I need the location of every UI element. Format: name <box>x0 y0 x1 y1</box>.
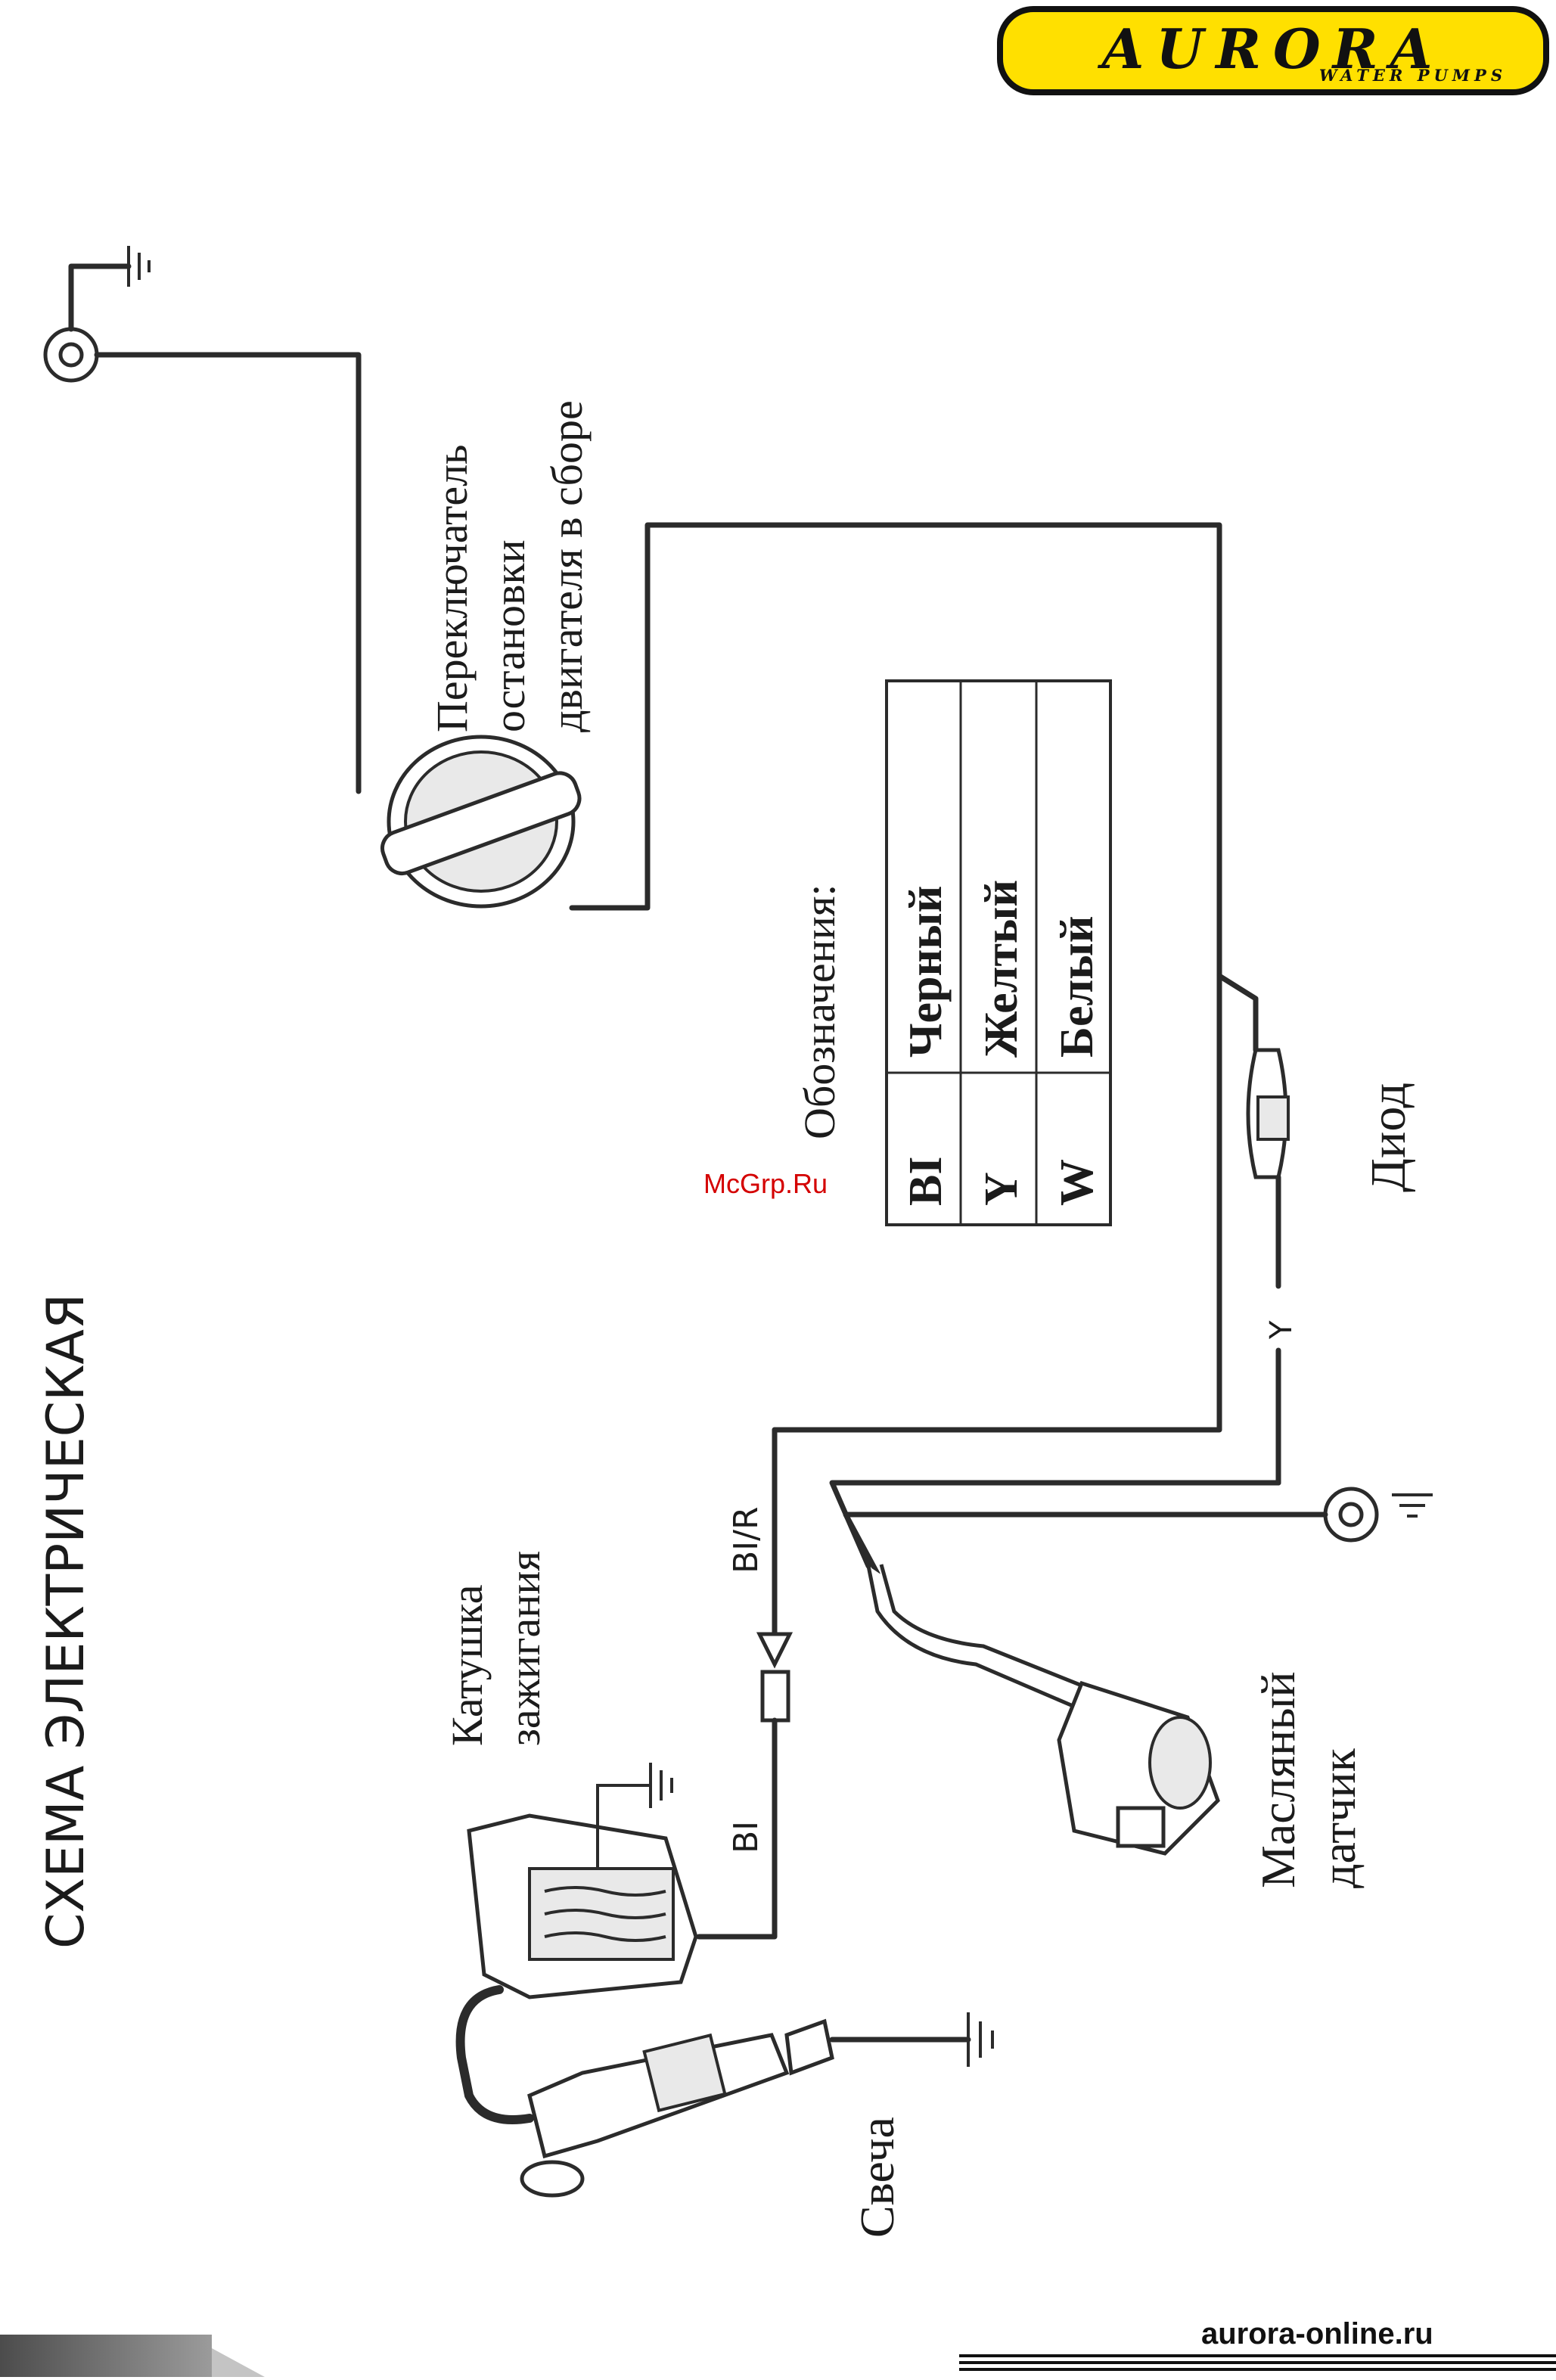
ground-symbol-oil <box>1392 1495 1433 1516</box>
wire-connector <box>759 1634 790 1720</box>
stop-switch-label: Переключатель остановки двигателя в сбор… <box>424 400 596 732</box>
footer-url[interactable]: aurora-online.ru <box>1201 2317 1433 2351</box>
footer-rule-lines <box>959 2354 1556 2375</box>
legend-name-w: Белый <box>1047 916 1107 1058</box>
footer-tab-shape <box>212 2348 265 2377</box>
ground-symbol-plug <box>968 2012 992 2067</box>
stop-switch-ground-terminal <box>45 329 97 381</box>
wire-label-bl: BI <box>728 1821 766 1853</box>
wire-label-blr: BI/R <box>728 1506 766 1574</box>
stop-switch-ground-lead <box>71 266 129 329</box>
hv-cable <box>461 1990 530 2120</box>
oil-sensor-wire-yellow <box>832 1483 1278 1566</box>
legend-name-bl: Черный <box>896 886 956 1058</box>
ignition-coil-label: Катушка зажигания <box>439 1551 554 1746</box>
stop-switch-label-line3: двигателя в сборе <box>539 400 596 732</box>
ignition-coil <box>469 1763 696 1997</box>
watermark-text: McGrp.Ru <box>703 1168 828 1200</box>
wire-label-y: Y <box>1265 1321 1298 1339</box>
oil-sensor-label-line2: датчик <box>1309 1671 1369 1888</box>
oil-sensor <box>868 1564 1218 1853</box>
ignition-coil-label-line2: зажигания <box>496 1551 554 1746</box>
stop-switch-label-line2: остановки <box>481 400 539 732</box>
oil-sensor-wire-ground <box>846 1515 1325 1574</box>
legend-code-w: W <box>1047 1159 1107 1206</box>
ignition-coil-label-line1: Катушка <box>439 1551 496 1746</box>
ground-symbol-top <box>129 246 149 287</box>
spark-plug-label: Свеча <box>849 2117 906 2238</box>
oil-sensor-ground-terminal <box>1325 1489 1377 1540</box>
legend-code-bl: BI <box>896 1157 956 1206</box>
stop-switch-knob <box>377 737 584 906</box>
legend-name-y: Желтый <box>971 880 1032 1058</box>
diagram-title: СХЕМА ЭЛЕКТРИЧЕСКАЯ <box>36 1294 97 1949</box>
legend-title: Обозначения: <box>793 884 847 1139</box>
legend-code-y: Y <box>971 1172 1032 1206</box>
diode-branch-top <box>1219 976 1256 1050</box>
footer-bar <box>0 2335 212 2377</box>
oil-sensor-label-line1: Масляный <box>1248 1671 1309 1888</box>
stop-switch-label-line1: Переключатель <box>424 400 481 732</box>
diode-label: Диод <box>1360 1083 1418 1192</box>
oil-sensor-label: Масляный датчик <box>1248 1671 1369 1888</box>
diode-body <box>1248 1050 1288 1177</box>
stop-switch-wire-left <box>97 355 359 791</box>
